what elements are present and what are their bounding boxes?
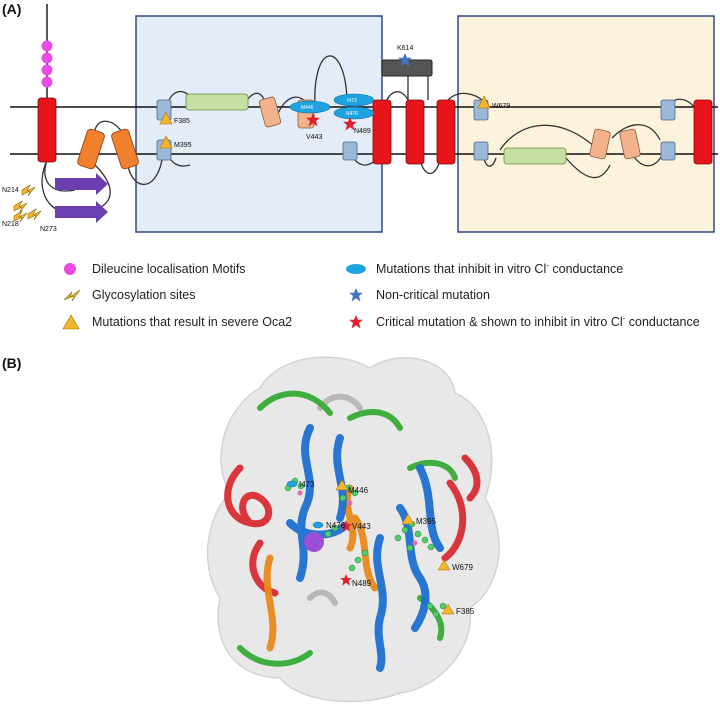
ellipse-icon <box>346 264 366 274</box>
label-m446: M446 <box>301 105 314 111</box>
marker-m395 <box>401 513 415 525</box>
helices-orange <box>77 128 139 170</box>
marker-m446 <box>335 479 349 491</box>
label-i473: I473 <box>347 98 357 104</box>
label-v443: V443 <box>306 134 322 141</box>
lightning-bolt-icon <box>63 289 81 302</box>
label-n273: N273 <box>40 226 57 233</box>
legend-dileucine: Dileucine localisation Motifs <box>60 260 246 278</box>
ribbons-blue <box>286 424 444 672</box>
helix-green-1 <box>185 93 249 111</box>
legend-severe-text: Mutations that result in severe Oca2 <box>92 315 293 329</box>
label-b-f385: F385 <box>456 607 475 616</box>
domain-box-1 <box>135 15 383 233</box>
label-b-v443: V443 <box>352 522 371 531</box>
legend-noncritical-text: Non-critical mutation <box>376 288 490 302</box>
dileucine-motif <box>41 40 53 52</box>
panel-b-label: (B) <box>2 355 22 371</box>
beta-strand-arrow <box>55 173 108 195</box>
topology-diagram: N214 N218 N273 K614 <box>2 4 718 233</box>
inhibit-mutation-markers <box>289 93 375 120</box>
ion-sphere <box>304 532 324 552</box>
label-k614: K614 <box>397 45 413 52</box>
label-n214: N214 <box>2 187 19 194</box>
label-w679: W679 <box>492 103 510 110</box>
legend-severe: Mutations that result in severe Oca2 <box>60 313 292 331</box>
domain-box-2 <box>457 15 715 233</box>
marker-w679 <box>437 559 451 571</box>
dileucine-motif <box>41 52 53 64</box>
triangle-icon <box>62 314 80 330</box>
label-b-m446: M446 <box>348 486 369 495</box>
structure-labels: I473 M446 M395 N476 V443 W679 N489 F385 <box>299 480 475 616</box>
legend-glycosylation: Glycosylation sites <box>60 286 196 304</box>
label-n489: N489 <box>354 128 371 135</box>
panel-a-label: (A) <box>2 1 22 17</box>
helices-peach <box>258 96 641 160</box>
red-star-icon <box>349 315 363 329</box>
marker-f385 <box>441 603 455 615</box>
ribbons-red <box>224 454 481 597</box>
beta-strand-arrow <box>55 201 108 223</box>
label-b-i473: I473 <box>299 480 315 489</box>
label-f385: F385 <box>174 118 190 125</box>
label-b-n476: N476 <box>326 521 346 530</box>
protein-structure: I473 M446 M395 N476 V443 W679 N489 F385 <box>206 356 500 703</box>
helix-green-2 <box>503 147 567 165</box>
label-m395: M395 <box>174 142 192 149</box>
dileucine-motif <box>41 76 53 88</box>
label-n476: N476 <box>346 111 358 117</box>
magenta-circle-icon <box>64 263 76 275</box>
severe-mutation-markers <box>159 95 491 149</box>
legend-dileucine-text: Dileucine localisation Motifs <box>92 262 246 276</box>
label-b-m395: M395 <box>416 517 437 526</box>
glycosylation-sites <box>13 184 42 223</box>
legend-glycosylation-text: Glycosylation sites <box>92 288 196 302</box>
marker-n476 <box>312 521 324 529</box>
dileucine-motif <box>41 64 53 76</box>
label-b-n489: N489 <box>352 579 372 588</box>
legend-critical-text: Critical mutation & shown to inhibit in … <box>376 314 700 330</box>
legend: Dileucine localisation Motifs Glycosylat… <box>0 255 720 335</box>
label-b-w679: W679 <box>452 563 473 572</box>
label-n218: N218 <box>2 221 19 228</box>
legend-critical: Critical mutation & shown to inhibit in … <box>344 313 700 331</box>
tm-helices-red <box>37 97 713 165</box>
legend-inhibit: Mutations that inhibit in vitro Cl- cond… <box>344 260 623 278</box>
legend-inhibit-text: Mutations that inhibit in vitro Cl- cond… <box>376 261 624 277</box>
marker-i473 <box>286 480 298 488</box>
blue-star-icon <box>349 288 363 302</box>
legend-noncritical: Non-critical mutation <box>344 286 490 304</box>
